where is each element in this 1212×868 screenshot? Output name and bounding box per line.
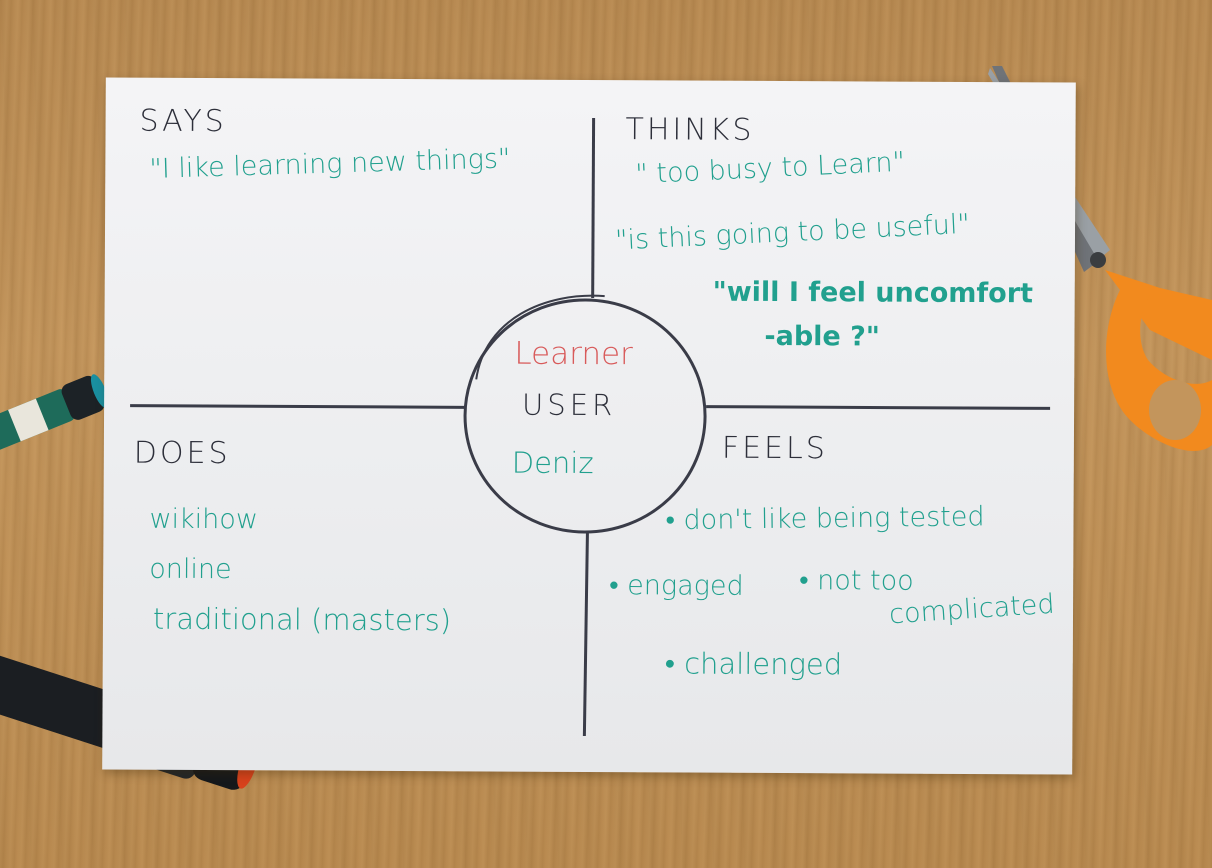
does-title: DOES [133,435,231,472]
feels-title: FEELS [721,430,828,467]
thinks-title: THINKS [625,112,755,148]
center-name: Deniz [511,445,594,481]
center-type: USER [522,387,617,423]
quadrant-lines [130,118,1051,737]
feels-note-tested: • don't like being tested [665,501,985,537]
green-marker [0,374,109,451]
feels-note-not-too: • not too [799,565,914,597]
empathy-map-sheet: SAYS "I like learning new things" THINKS… [102,77,1076,775]
does-note-traditional: traditional (masters) [152,601,452,638]
center-role: Learner [514,335,633,373]
thinks-note-uncomfortable: "will I feel uncomfort [712,276,1034,310]
thinks-note-able: -able ?" [764,320,881,353]
does-note-wikihow: wikihow [149,503,259,536]
feels-note-challenged: • challenged [664,646,843,682]
says-title: SAYS [139,103,227,140]
feels-note-engaged: • engaged [609,570,744,602]
does-note-online: online [149,553,232,586]
